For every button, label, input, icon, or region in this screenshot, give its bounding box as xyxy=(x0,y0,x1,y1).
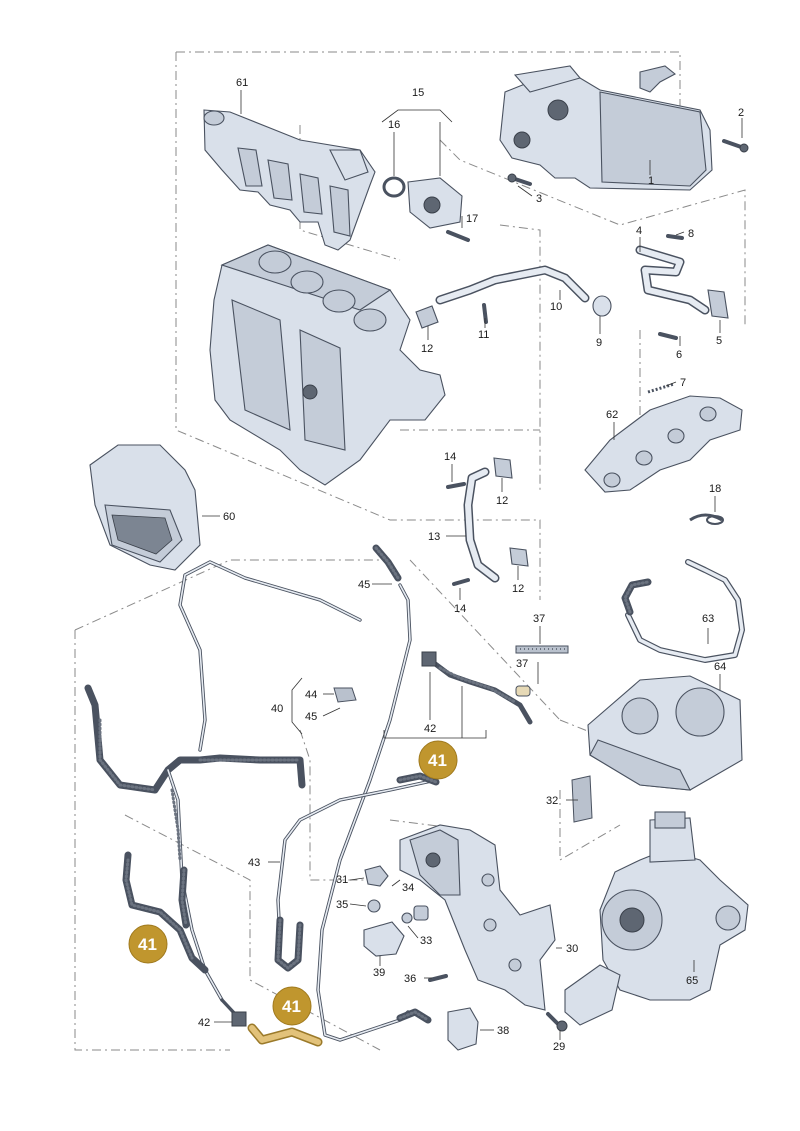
svg-text:41: 41 xyxy=(138,935,157,954)
callout-12-upper: 12 xyxy=(421,343,433,355)
callout-31: 31 xyxy=(336,874,348,886)
callout-17: 17 xyxy=(466,213,478,225)
callout-63: 63 xyxy=(702,613,714,625)
callout-42-upper: 42 xyxy=(424,723,436,735)
callout-40: 40 xyxy=(271,703,283,715)
callout-35: 35 xyxy=(336,899,348,911)
callout-4: 4 xyxy=(636,225,642,237)
svg-text:41: 41 xyxy=(428,751,447,770)
callout-39: 39 xyxy=(373,967,385,979)
callout-36: 36 xyxy=(404,973,416,985)
callout-34: 34 xyxy=(402,882,414,894)
callout-61: 61 xyxy=(236,77,248,89)
highlight-badges: 41 41 41 xyxy=(128,740,458,1026)
hose-pieces xyxy=(515,645,569,697)
callout-5: 5 xyxy=(716,335,722,347)
vacuum-lines xyxy=(84,544,440,1042)
turbocharger xyxy=(564,811,749,1026)
callout-37-lower: 37 xyxy=(516,658,528,670)
timing-cover xyxy=(587,675,743,791)
callout-14-upper: 14 xyxy=(444,451,456,463)
callout-43: 43 xyxy=(248,857,260,869)
cover-housing xyxy=(89,444,201,571)
callout-11: 11 xyxy=(478,329,489,341)
callout-1: 1 xyxy=(648,175,654,187)
throttle-flap-assembly xyxy=(382,176,470,242)
clip xyxy=(333,687,357,703)
callout-6: 6 xyxy=(676,349,682,361)
callout-13: 13 xyxy=(428,531,440,543)
callout-45-lower: 45 xyxy=(305,711,317,723)
egr-pipe xyxy=(415,265,612,329)
callout-30: 30 xyxy=(566,943,578,955)
bracket xyxy=(399,824,556,1011)
callout-14-lower: 14 xyxy=(454,603,466,615)
svg-text:41: 41 xyxy=(282,997,301,1016)
callout-10: 10 xyxy=(550,301,562,313)
badge-41-top xyxy=(418,740,458,780)
badge-41-left xyxy=(128,924,168,964)
callout-37-upper: 37 xyxy=(533,613,545,625)
callout-65: 65 xyxy=(686,975,698,987)
callout-44: 44 xyxy=(305,689,317,701)
callout-18: 18 xyxy=(709,483,721,495)
callout-60: 60 xyxy=(223,511,235,523)
engine-block xyxy=(209,244,446,486)
callout-45-upper: 45 xyxy=(358,579,370,591)
intake-manifold xyxy=(203,109,376,251)
callout-29: 29 xyxy=(553,1041,565,1053)
highlighted-hose-41 xyxy=(247,1023,323,1047)
callout-42-lower: 42 xyxy=(198,1017,210,1029)
leader-lines xyxy=(202,90,743,1040)
callout-16: 16 xyxy=(388,119,400,131)
egr-module xyxy=(499,65,749,191)
small-fasteners xyxy=(363,775,593,1051)
callout-8: 8 xyxy=(688,228,694,240)
oil-return-pipe xyxy=(446,457,529,586)
callout-labels: 61 15 16 17 2 1 3 4 8 5 6 9 10 11 12 7 6… xyxy=(198,77,744,1053)
callout-3: 3 xyxy=(536,193,542,205)
group-outlines xyxy=(74,51,746,1051)
callout-32: 32 xyxy=(546,795,558,807)
callout-12-middle: 12 xyxy=(496,495,508,507)
callout-38: 38 xyxy=(497,1025,509,1037)
vacuum-pipe-upper xyxy=(421,651,533,725)
badge-41-bottom xyxy=(272,986,312,1026)
exhaust-manifold xyxy=(584,382,743,493)
callout-33: 33 xyxy=(420,935,432,947)
callout-9: 9 xyxy=(596,337,602,349)
callout-2: 2 xyxy=(738,107,744,119)
callout-62: 62 xyxy=(606,409,618,421)
egr-cooler-pipe xyxy=(635,234,729,340)
callout-12-lower: 12 xyxy=(512,583,524,595)
callout-15: 15 xyxy=(412,87,424,99)
callout-64: 64 xyxy=(714,661,726,673)
hose-clamp xyxy=(689,513,724,525)
turbo-oil-pipe xyxy=(621,559,745,663)
callout-7: 7 xyxy=(680,377,686,389)
